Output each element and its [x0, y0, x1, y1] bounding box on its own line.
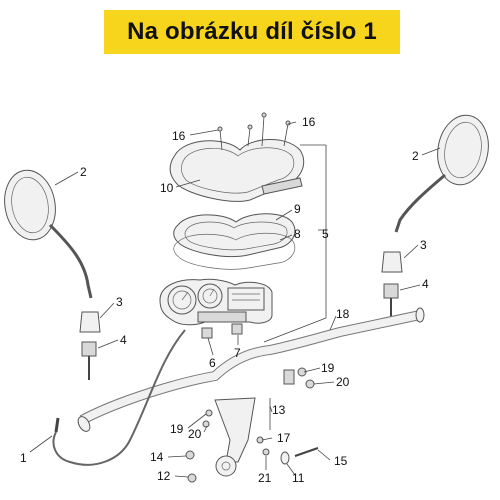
callout-labels: 16 16 2 2 10 9 8 5 5 3 3 4 4 18 6 7 19 2… — [20, 115, 429, 485]
label-4: 4 — [422, 277, 429, 291]
label-7: 7 — [234, 346, 241, 360]
handlebar — [77, 307, 425, 432]
label-6: 6 — [209, 356, 216, 370]
left-spacer-bolt — [79, 311, 101, 380]
label-9: 9 — [294, 202, 301, 216]
label-5-visible: 5 — [322, 227, 329, 241]
label-2: 2 — [412, 149, 419, 163]
instrument-cover — [169, 138, 305, 202]
part-number-banner: Na obrázku díl číslo 1 — [104, 10, 400, 54]
label-15: 15 — [334, 454, 348, 468]
label-16: 16 — [172, 129, 186, 143]
right-mirror — [394, 114, 489, 233]
label-19: 19 — [170, 422, 184, 436]
screws-16 — [217, 112, 291, 151]
group-5-lines — [263, 144, 327, 343]
label-16: 16 — [302, 115, 316, 129]
label-12: 12 — [157, 469, 171, 483]
label-3: 3 — [116, 295, 123, 309]
leader-lines — [29, 121, 441, 478]
label-1: 1 — [20, 451, 27, 465]
banner-text: Na obrázku díl číslo 1 — [127, 18, 377, 45]
label-10: 10 — [160, 181, 174, 195]
label-8: 8 — [294, 227, 301, 241]
label-3: 3 — [420, 238, 427, 252]
label-4: 4 — [120, 333, 127, 347]
label-13: 13 — [272, 403, 286, 417]
instrument-seal — [173, 232, 296, 270]
label-14: 14 — [150, 450, 164, 464]
label-21: 21 — [258, 471, 272, 485]
label-20: 20 — [188, 427, 202, 441]
small-hardware — [185, 367, 319, 483]
label-17: 17 — [277, 431, 291, 445]
handlebar-bracket — [214, 369, 295, 477]
label-18: 18 — [336, 307, 350, 321]
instrument-panel — [159, 278, 273, 339]
speedometer-cable — [52, 329, 186, 466]
left-mirror — [4, 169, 93, 299]
instrument-gasket — [173, 213, 296, 258]
right-spacer-bolt — [381, 251, 403, 318]
label-20: 20 — [336, 375, 350, 389]
label-19: 19 — [321, 361, 335, 375]
label-2: 2 — [80, 165, 87, 179]
label-11: 11 — [292, 471, 305, 485]
